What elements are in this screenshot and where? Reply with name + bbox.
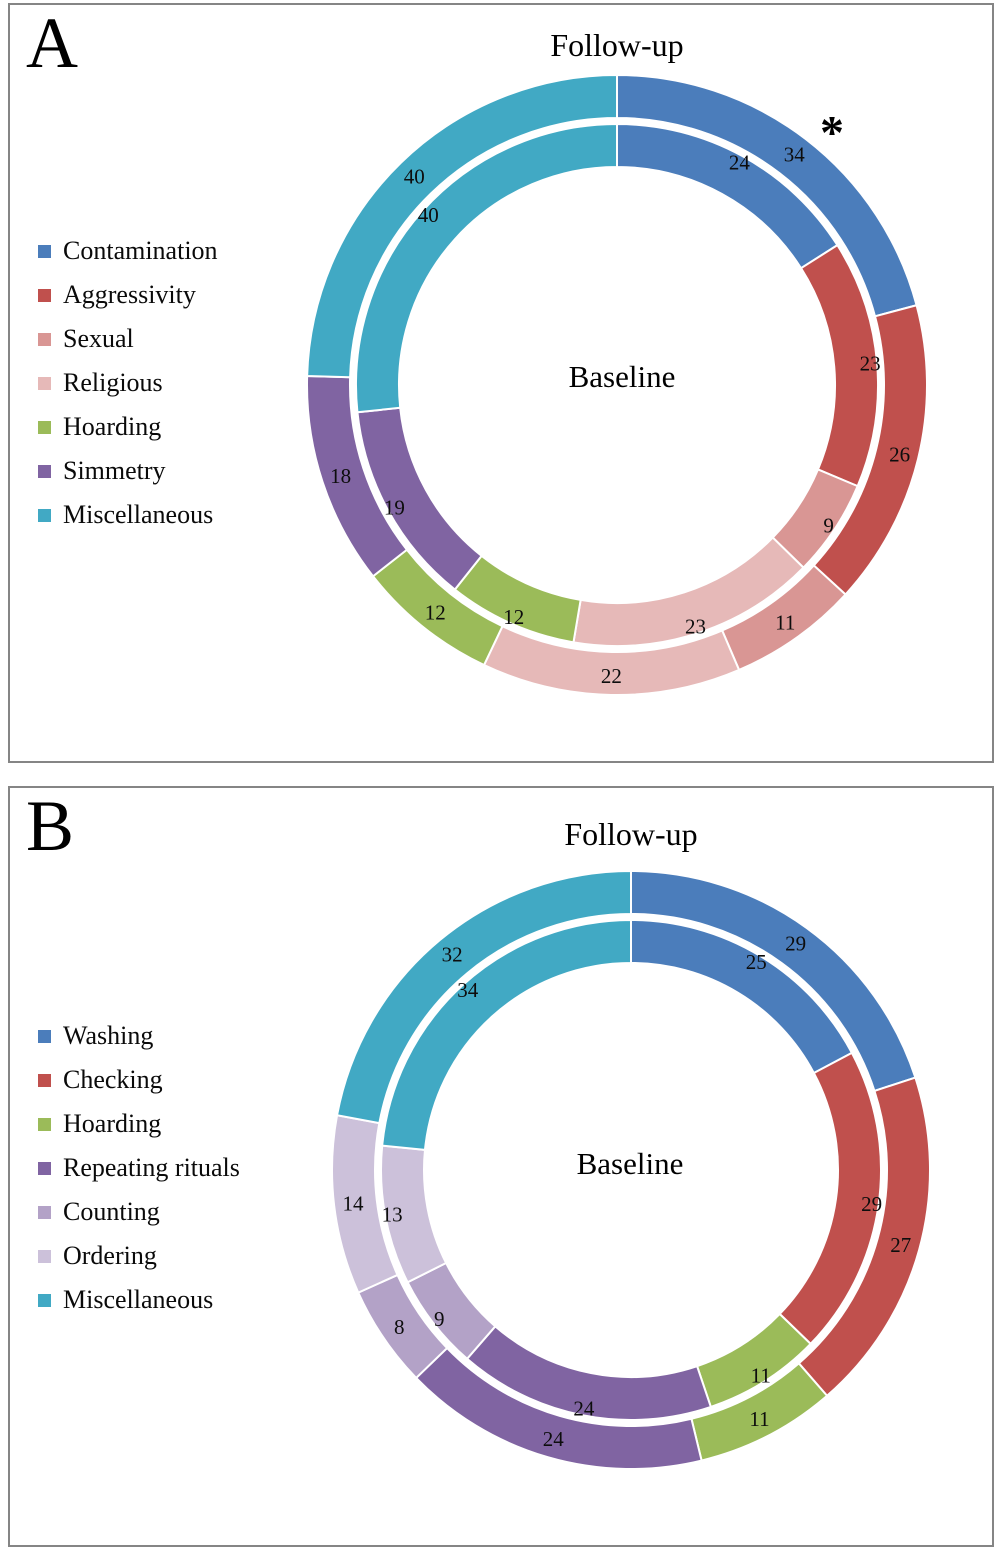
legend-item: Simmetry [38, 449, 218, 493]
segment-value-label: 24 [729, 150, 751, 174]
segment-value-label: 24 [573, 1396, 595, 1420]
segment-value-label: 23 [685, 615, 706, 639]
segment-value-label: 11 [749, 1407, 769, 1431]
legend-item-label: Religious [63, 368, 163, 397]
segment-value-label: 11 [775, 610, 795, 634]
donut-chart-b: 29 27 11 24 8 14 32 25 29 11 24 9 13 34 [331, 869, 931, 1471]
donut-chart-a: 34 26 11 22 12 18 40 24 23 9 23 12 19 40 [306, 73, 928, 696]
panel-b: B Follow-up 29 27 11 24 8 14 32 25 29 11 24 9 13 34 B… [8, 786, 994, 1547]
segment-value-label: 18 [330, 464, 351, 488]
segment-value-label: 29 [861, 1192, 882, 1216]
legend-item: Hoarding [38, 405, 218, 449]
legend-swatch-icon [38, 1117, 51, 1131]
segment-value-label: 19 [384, 495, 405, 519]
outer-ring-title: Follow-up [564, 816, 698, 852]
segment-value-label: 27 [890, 1233, 911, 1257]
segment-value-label: 22 [601, 664, 622, 688]
inner-ring-title: Baseline [568, 359, 676, 394]
segment-baseline-miscellaneous [355, 122, 618, 414]
legend-swatch-icon [38, 508, 51, 522]
legend-swatch-icon [38, 464, 51, 478]
legend-swatch-icon [38, 332, 51, 346]
legend: Contamination Aggressivity Sexual Religi… [38, 229, 218, 537]
inner-ring-title: Baseline [576, 1146, 684, 1181]
legend-item-label: Simmetry [63, 456, 166, 485]
legend-item-label: Miscellaneous [63, 1285, 214, 1314]
segment-value-label: 14 [343, 1191, 365, 1215]
segment-value-label: 32 [442, 943, 463, 967]
segment-value-label: 40 [418, 203, 439, 227]
segment-value-label: 29 [785, 932, 806, 956]
legend-swatch-icon [38, 420, 51, 434]
legend-item-label: Aggressivity [63, 280, 196, 309]
legend-swatch-icon [38, 1249, 51, 1263]
segment-value-label: 24 [543, 1427, 565, 1451]
segment-value-label: 34 [784, 142, 806, 166]
legend-item: Aggressivity [38, 273, 218, 317]
legend-item-label: Miscellaneous [63, 500, 214, 529]
segment-value-label: 23 [860, 352, 881, 376]
legend-item-label: Contamination [63, 236, 218, 265]
legend-item: Counting [38, 1190, 240, 1234]
outer-ring-title: Follow-up [550, 27, 684, 63]
legend-item-label: Washing [63, 1021, 154, 1050]
segment-value-label: 9 [823, 514, 834, 538]
legend-item: Religious [38, 361, 218, 405]
legend-item-label: Counting [63, 1197, 160, 1226]
segment-baseline-miscellaneous [381, 918, 632, 1151]
segment-value-label: 12 [425, 600, 446, 624]
segment-value-label: 8 [394, 1315, 405, 1339]
legend-swatch-icon [38, 1205, 51, 1219]
segment-value-label: 25 [746, 950, 767, 974]
panel-letter-b: B [26, 786, 75, 866]
segment-value-label: 9 [434, 1307, 445, 1331]
legend-item-label: Hoarding [63, 1109, 162, 1138]
legend-item: Repeating rituals [38, 1146, 240, 1190]
legend-swatch-icon [38, 1029, 51, 1043]
segment-value-label: 12 [503, 605, 524, 629]
legend-item-label: Repeating rituals [63, 1153, 240, 1182]
legend-item: Hoarding [38, 1102, 240, 1146]
legend-item-label: Hoarding [63, 412, 162, 441]
legend-swatch-icon [38, 1161, 51, 1175]
legend-swatch-icon [38, 1073, 51, 1087]
legend-item: Miscellaneous [38, 493, 218, 537]
significance-asterisk: * [820, 106, 844, 160]
legend-item: Checking [38, 1058, 240, 1102]
legend-swatch-icon [38, 244, 51, 258]
legend-swatch-icon [38, 288, 51, 302]
legend-swatch-icon [38, 376, 51, 390]
legend-item: Washing [38, 1014, 240, 1058]
legend-item: Sexual [38, 317, 218, 361]
segment-value-label: 26 [889, 442, 910, 466]
legend-item-label: Sexual [63, 324, 134, 353]
legend-item: Ordering [38, 1234, 240, 1278]
legend-swatch-icon [38, 1293, 51, 1307]
legend-item: Contamination [38, 229, 218, 273]
legend: Washing Checking Hoarding Repeating ritu… [38, 1014, 240, 1322]
segment-follow-up-miscellaneous [306, 73, 618, 379]
segment-value-label: 40 [404, 164, 425, 188]
panel-letter-a: A [26, 3, 78, 83]
segment-value-label: 11 [751, 1364, 771, 1388]
segment-follow-up-miscellaneous [335, 869, 632, 1125]
segment-value-label: 13 [382, 1203, 403, 1227]
legend-item-label: Checking [63, 1065, 163, 1094]
legend-item-label: Ordering [63, 1241, 157, 1270]
legend-item: Miscellaneous [38, 1278, 240, 1322]
segment-value-label: 34 [457, 978, 479, 1002]
